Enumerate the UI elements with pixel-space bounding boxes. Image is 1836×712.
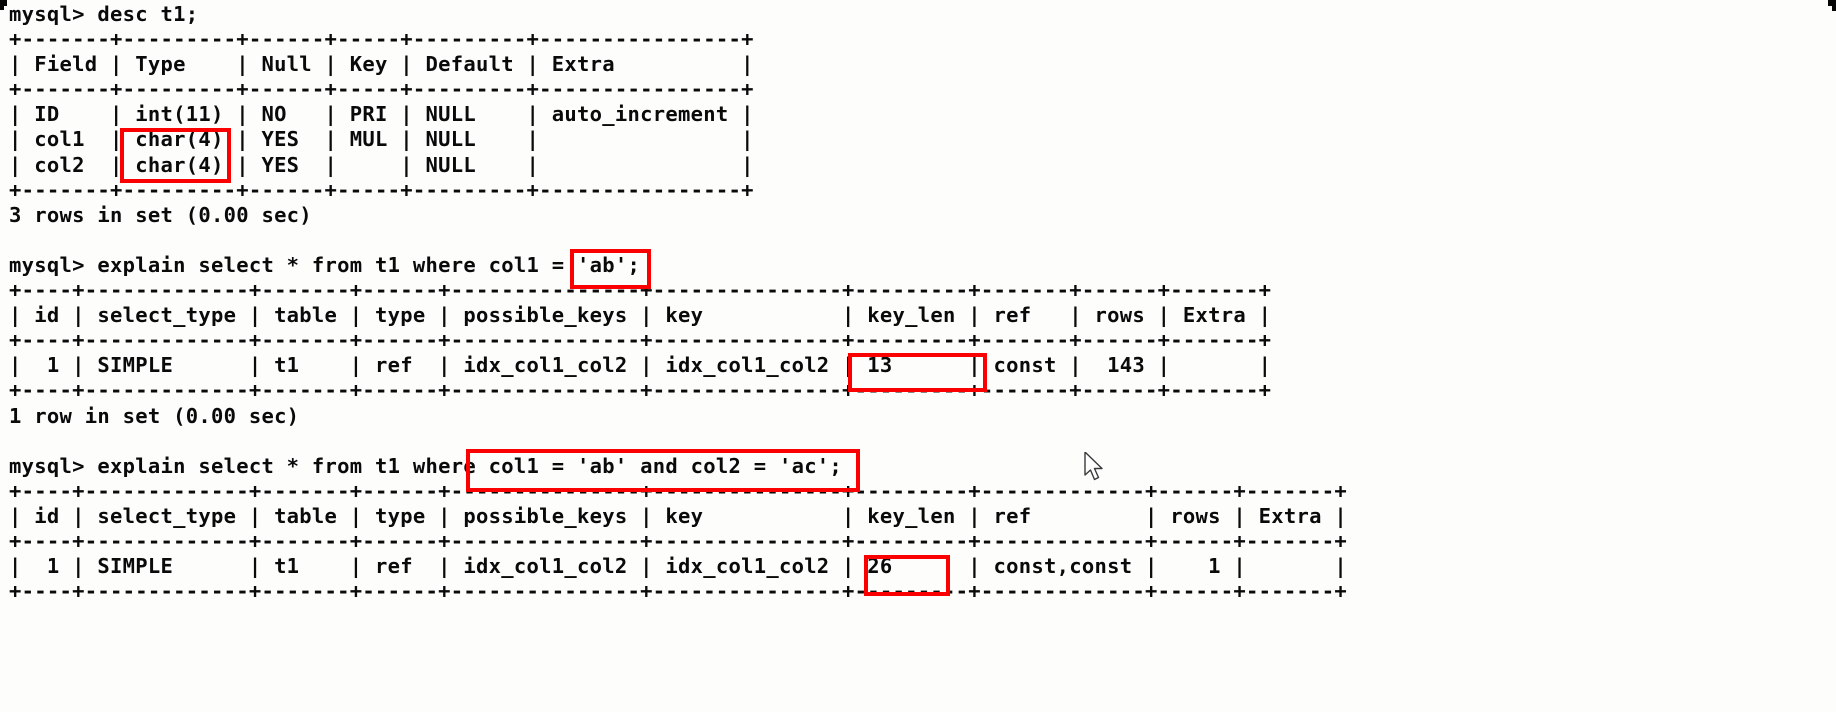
terminal-line: 1 row in set (0.00 sec) [9, 403, 300, 428]
terminal-line: mysql> desc t1; [9, 2, 199, 26]
terminal-line: +----+-------------+-------+------+-----… [9, 278, 1272, 303]
terminal-line: | col1 | char(4) | YES | MUL | NULL | | [9, 127, 754, 152]
terminal-line [9, 429, 1347, 454]
corner-notch-top-left-edge [0, 0, 4, 10]
terminal-line: | 1 | SIMPLE | t1 | ref | idx_col1_col2 … [9, 353, 1272, 378]
terminal-line: +-------+---------+------+-----+--------… [9, 77, 754, 102]
terminal-line: | Field | Type | Null | Key | Default | … [9, 52, 754, 77]
corner-notch-top-right-edge [1832, 0, 1836, 11]
terminal-line: | id | select_type | table | type | poss… [9, 503, 1347, 528]
terminal-line: | col2 | char(4) | YES | | NULL | | [9, 152, 754, 177]
terminal-line [9, 228, 1347, 253]
mouse-cursor-icon [1084, 452, 1103, 481]
terminal-line: mysql> explain select * from t1 where co… [9, 252, 641, 277]
terminal-output[interactable]: mysql> desc t1;+-------+---------+------… [9, 2, 1347, 604]
terminal-line: 3 rows in set (0.00 sec) [9, 202, 312, 227]
terminal-line: +-------+---------+------+-----+--------… [9, 177, 754, 202]
terminal-line: +----+-------------+-------+------+-----… [9, 478, 1347, 503]
terminal-line: +-------+---------+------+-----+--------… [9, 27, 754, 52]
terminal-line: | 1 | SIMPLE | t1 | ref | idx_col1_col2 … [9, 554, 1347, 579]
terminal-line: +----+-------------+-------+------+-----… [9, 378, 1272, 403]
terminal-line: +----+-------------+-------+------+-----… [9, 328, 1272, 353]
terminal-line: mysql> explain select * from t1 where co… [9, 453, 843, 478]
terminal-line: | ID | int(11) | NO | PRI | NULL | auto_… [9, 102, 754, 127]
terminal-line: | id | select_type | table | type | poss… [9, 303, 1272, 328]
terminal-line: +----+-------------+-------+------+-----… [9, 528, 1347, 553]
terminal-line: +----+-------------+-------+------+-----… [9, 579, 1347, 604]
